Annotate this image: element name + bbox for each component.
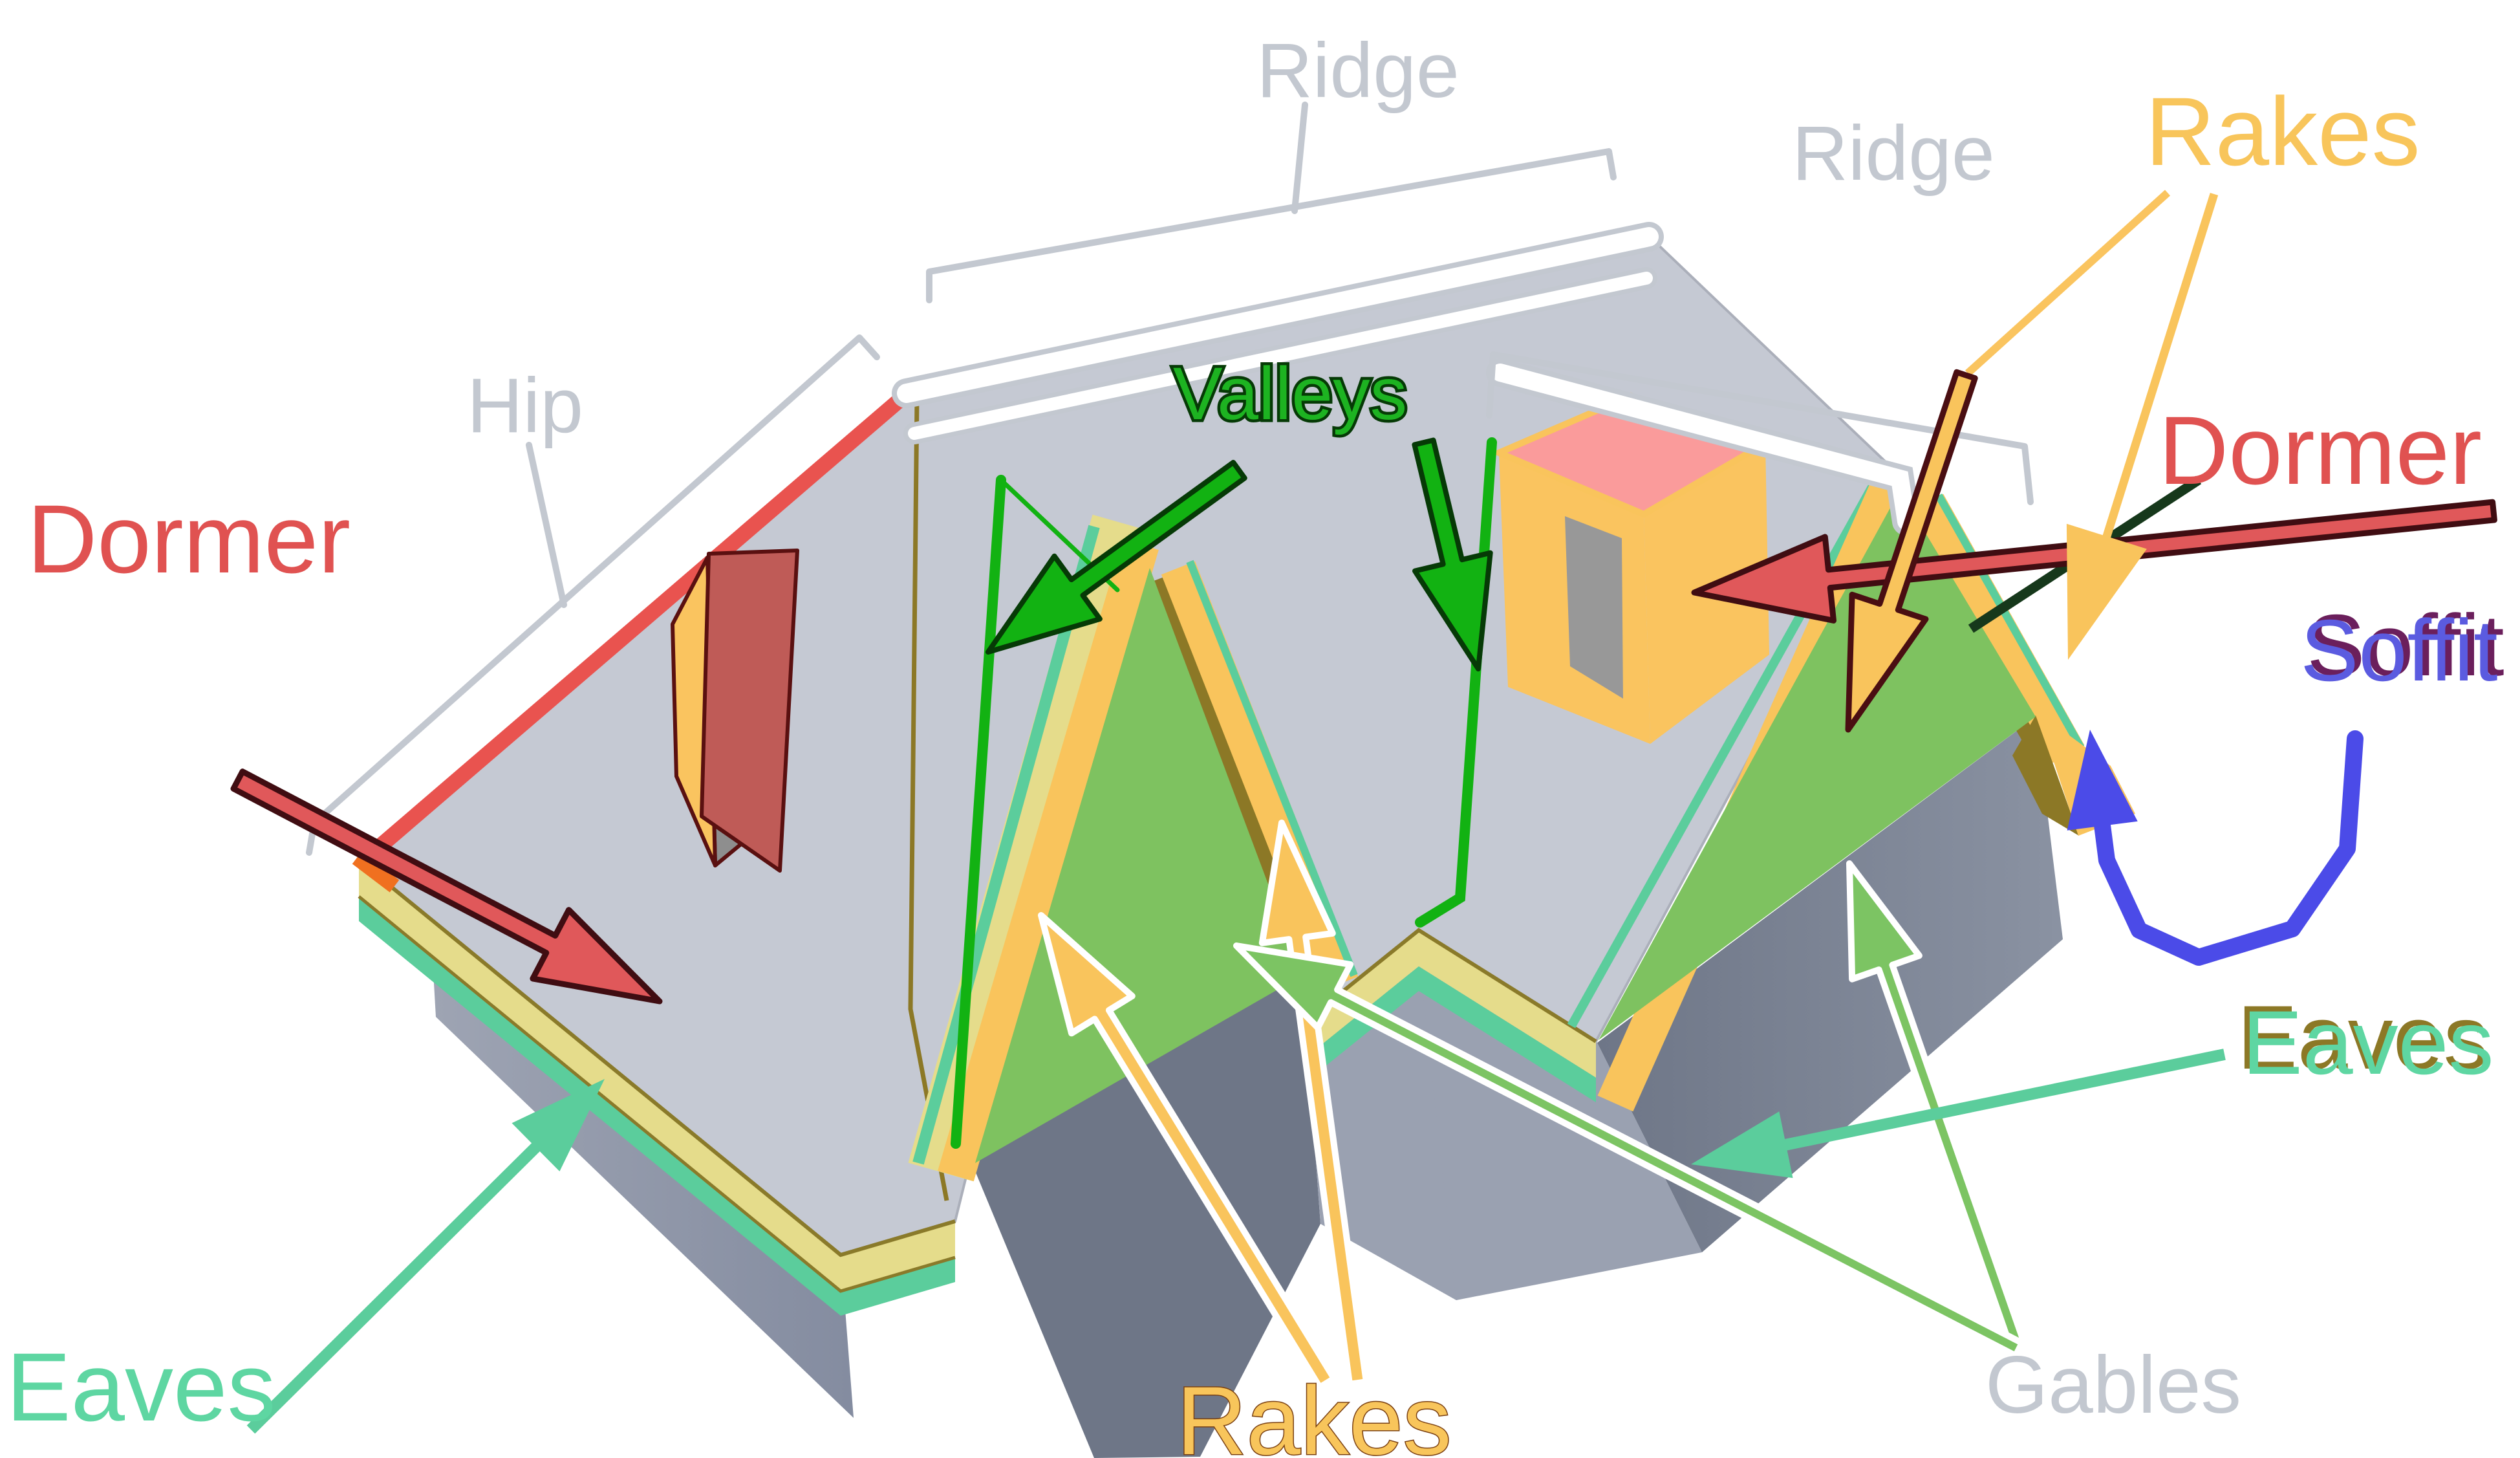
arrows-layer: [230, 193, 2497, 1434]
label-dormer-left: Dormer: [27, 484, 350, 593]
valleys-arrow-left: [985, 459, 1247, 655]
main-ridge-cap: [897, 227, 1659, 403]
inner-eave-teal-band: [1319, 966, 1596, 1102]
main-ridge-cap2: [908, 272, 1653, 440]
valley-line-left: [951, 475, 1006, 1149]
inner-eave-edge-line: [1318, 928, 1597, 1043]
right-rake-overhang-soffit: [2012, 715, 2079, 836]
label-gables: Gables: [1985, 1340, 2241, 1430]
leaders: [306, 102, 2034, 856]
rakes-bottom-arrow-1: [1038, 912, 1338, 1391]
center-gable-wall: [971, 974, 1320, 1458]
soffit-arrow-head: [2067, 730, 2138, 862]
hip-leader: [526, 442, 567, 608]
center-gable: [908, 514, 1359, 1182]
label-eaves-left: Eaves: [6, 1333, 276, 1441]
dormer-right-arrow: [1691, 499, 2497, 624]
label-eaves-right: Eaves: [2242, 992, 2493, 1093]
main-ridge-leader: [1291, 102, 1308, 214]
label-soffit: Soffit: [2300, 602, 2497, 699]
labels: Ridge Ridge Hip Valleys Dormer Dormer Ra…: [6, 27, 2504, 1458]
label-rakes-top: Rakes: [2145, 77, 2420, 186]
left-dormer-roof-red: [700, 549, 799, 873]
soffit-leader: [2098, 730, 2364, 966]
right-gable-right-rake: [1910, 494, 2085, 764]
label-dormer-right: Dormer: [2159, 396, 2482, 505]
label-ridge-right: Ridge: [1792, 110, 1995, 197]
right-gable-wall: [1597, 717, 2063, 1252]
right-ridge-bracket: [1486, 351, 2034, 505]
hip-edge-red: [357, 384, 916, 868]
left-eave-mid-line: [358, 895, 956, 1293]
valleys-arrow-right: [1412, 437, 1493, 671]
label-hip: Hip: [467, 362, 583, 449]
label-ridge-main: Ridge: [1256, 27, 1459, 114]
label-soffit-shadow: Soffit: [2307, 596, 2504, 694]
rakes-top-arrow-2: [2066, 193, 2219, 660]
rakes-top-arrow: [1845, 369, 1978, 733]
left-dormer: [671, 549, 799, 873]
center-gable-right-teal-edge: [1186, 560, 1358, 977]
hip-bracket: [306, 334, 880, 856]
main-ridge-bracket: [926, 148, 1617, 303]
center-gable-left-teal-edge: [912, 525, 1100, 1165]
right-ridge-cap: [1491, 364, 1915, 530]
rakes-top-leader: [1965, 190, 2171, 376]
left-eave-fascia: [359, 860, 955, 1291]
right-dormer-window: [1565, 516, 1623, 699]
dormer-left-arrow: [230, 768, 663, 1005]
right-gable-right-teal-edge: [1935, 494, 2085, 750]
gables-arrow-center: [1233, 942, 2025, 1359]
rakes-bottom-arrow-2: [1258, 820, 1370, 1387]
ridge-caps: [892, 222, 1921, 536]
eaves-right-arrow: [1691, 1049, 2226, 1179]
center-gable-face: [975, 568, 1302, 1163]
label-valleys: Valleys: [1173, 353, 1407, 435]
hip-corner-orange-tick: [352, 851, 400, 893]
label-eaves-right-shadow: Eaves: [2237, 986, 2488, 1088]
eaves-left-arrow: [246, 1079, 605, 1434]
inner-eave-fascia: [1319, 930, 1596, 1078]
eaves-bands: [358, 858, 1597, 1316]
right-gable-face: [1599, 490, 2036, 1040]
left-eave-edge-line: [358, 858, 956, 1257]
center-gable-left-rake: [938, 539, 1159, 1182]
label-rakes-bottom: Rakes: [1176, 1366, 1451, 1458]
